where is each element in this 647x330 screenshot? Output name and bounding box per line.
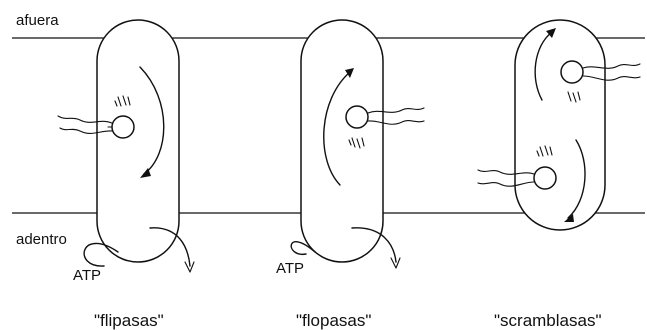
caption-scramblase: "scramblasas" xyxy=(494,311,602,330)
scramblase-group xyxy=(478,20,640,230)
scramblase-bottom-lipid-head xyxy=(534,167,556,189)
atp-label-flippase: ATP xyxy=(73,267,101,284)
scramblase-protein xyxy=(515,20,605,230)
caption-flippase: "flipasas" xyxy=(94,311,164,330)
floppase-group xyxy=(291,20,424,268)
floppase-lipid-head xyxy=(346,106,368,128)
flippase-group xyxy=(58,20,194,272)
outside-label: afuera xyxy=(16,12,59,29)
floppase-protein xyxy=(301,20,383,262)
caption-floppase: "flopasas" xyxy=(296,311,371,330)
scramblase-top-lipid-head xyxy=(561,61,583,83)
flippase-lipid-head xyxy=(112,116,134,138)
flippase-protein xyxy=(97,20,179,262)
inside-label: adentro xyxy=(16,231,67,248)
atp-label-floppase: ATP xyxy=(276,260,304,277)
